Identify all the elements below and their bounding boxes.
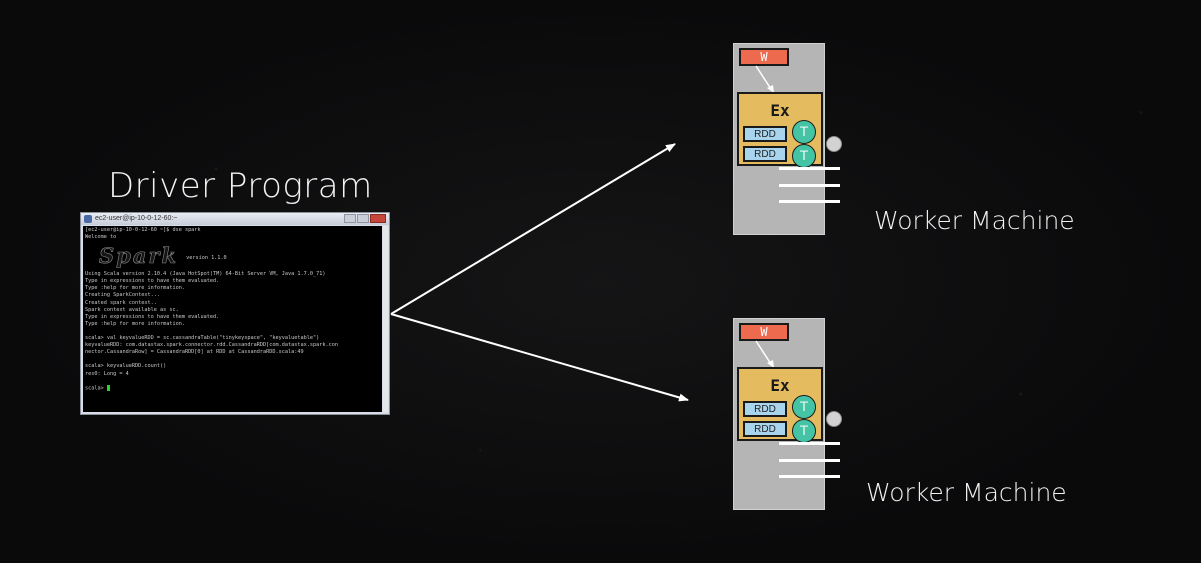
spark-logo-text: Spark — [99, 243, 179, 269]
terminal-line: Type in expressions to have them evaluat… — [85, 313, 220, 320]
executor-box: Ex RDD RDD T T — [737, 367, 823, 443]
vent-line — [779, 184, 840, 187]
arrow-to-worker-1 — [390, 143, 676, 315]
terminal-line: Creating SparkContext... — [85, 292, 160, 299]
executor-label: Ex — [770, 376, 790, 395]
vent-line — [779, 200, 840, 203]
task-circle: T — [792, 144, 816, 168]
terminal-lines-post-logo: Using Scala version 2.10.4 (Java HotSpot… — [85, 271, 380, 385]
terminal-prompt: scala> — [85, 385, 107, 392]
close-icon[interactable] — [370, 214, 386, 223]
terminal-line: [ec2-user@ip-10-0-12-60 ~]$ dse spark — [85, 227, 201, 233]
vent-line — [779, 459, 840, 462]
worker-tag: W — [739, 48, 789, 66]
terminal-line: Type in expressions to have them evaluat… — [85, 278, 220, 285]
spark-logo: Spark version 1.1.0 — [85, 241, 380, 271]
vent-line — [779, 167, 840, 170]
terminal-line: scala> val keyvalueRDD = sc.cassandraTab… — [85, 335, 320, 342]
executor-box: Ex RDD RDD T T — [737, 92, 823, 168]
spark-version-text: version 1.1.0 — [186, 254, 227, 261]
vent-line — [779, 442, 840, 445]
minimize-icon[interactable] — [344, 214, 356, 223]
terminal-line: Type :help for more information. — [85, 320, 185, 327]
terminal-line: nector.CassandraRow] = CassandraRDD[0] a… — [85, 349, 304, 356]
worker-machine-1: W Ex RDD RDD T T — [733, 43, 842, 235]
terminal-line: scala> keyvalueRDD.count() — [85, 363, 167, 370]
terminal-line: Welcome to — [85, 234, 117, 241]
worker-machine-label-2: Worker Machine — [866, 478, 1067, 507]
executor-label: Ex — [770, 101, 790, 120]
terminal-line: res0: Long = 4 — [85, 370, 129, 377]
maximize-icon[interactable] — [357, 214, 369, 223]
worker-to-executor-arrow — [755, 340, 774, 368]
terminal-window-title: ec2-user@ip-10-0-12-60:~ — [95, 215, 178, 222]
terminal-app-icon — [84, 215, 92, 223]
terminal-line: Spark context available as sc. — [85, 306, 179, 313]
worker-machine-label-1: Worker Machine — [874, 206, 1075, 235]
window-controls — [344, 214, 386, 223]
worker-machine-2: W Ex RDD RDD T T — [733, 318, 842, 510]
worker-tag: W — [739, 323, 789, 341]
power-led-icon — [826, 136, 842, 152]
rdd-box: RDD — [743, 126, 787, 142]
task-circle: T — [792, 419, 816, 443]
terminal-scrollbar[interactable] — [383, 226, 388, 412]
terminal-line: Using Scala version 2.10.4 (Java HotSpot… — [85, 271, 326, 278]
vent-line — [779, 475, 840, 478]
terminal-titlebar[interactable]: ec2-user@ip-10-0-12-60:~ — [81, 213, 389, 225]
worker-to-executor-arrow — [755, 65, 774, 93]
arrow-to-worker-2 — [390, 313, 689, 402]
task-circle: T — [792, 120, 816, 144]
terminal-line: Type :help for more information. — [85, 285, 185, 292]
terminal-line: Created spark context.. — [85, 299, 157, 306]
terminal-cursor — [106, 384, 110, 391]
rdd-box: RDD — [743, 146, 787, 162]
rdd-box: RDD — [743, 401, 787, 417]
task-circle: T — [792, 395, 816, 419]
terminal-window[interactable]: ec2-user@ip-10-0-12-60:~ [ec2-user@ip-10… — [80, 212, 390, 415]
terminal-prompt-line: scala> — [85, 384, 380, 393]
rdd-box: RDD — [743, 421, 787, 437]
terminal-line: keyvalueRDD: com.datastax.spark.connecto… — [85, 342, 338, 349]
power-led-icon — [826, 411, 842, 427]
driver-program-title: Driver Program — [108, 166, 373, 206]
